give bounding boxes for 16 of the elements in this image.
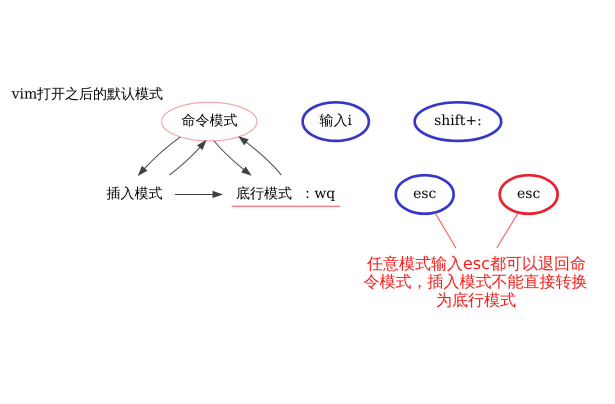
arrow	[169, 139, 207, 175]
node-ellipse: 输入i	[301, 100, 370, 142]
node-ellipse: esc	[498, 173, 559, 215]
connector	[434, 212, 456, 248]
node-label: vim打开之后的默认模式	[12, 86, 164, 102]
arrow	[238, 136, 282, 176]
node-ellipse: 命令模式	[161, 101, 258, 141]
arrow	[138, 136, 181, 176]
node-text: 任意模式输入esc都可以退回命令模式，插入模式不能直接转换为底行模式	[364, 253, 588, 309]
node-ellipse: shift+:	[413, 100, 503, 142]
node-text: 底行模式 ：wq	[236, 186, 336, 202]
arrow	[213, 140, 252, 176]
arrow	[174, 190, 224, 198]
node-text: 插入模式	[106, 186, 162, 202]
connector	[496, 212, 519, 248]
node-ellipse: esc	[394, 173, 455, 215]
